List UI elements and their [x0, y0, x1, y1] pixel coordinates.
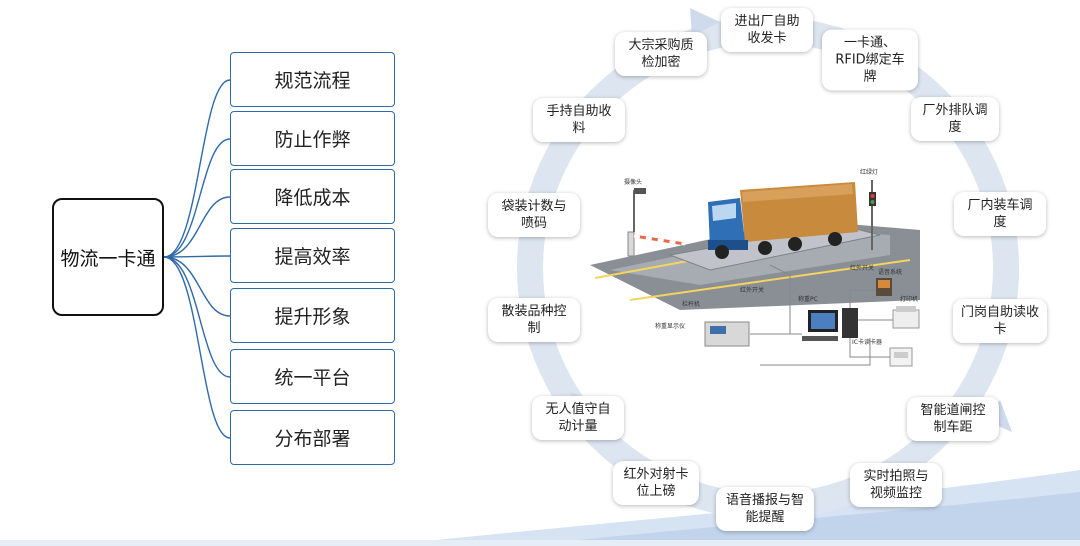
branch-improve-efficiency: 提高效率 — [230, 228, 395, 283]
mindmap-center-node: 物流一卡通 — [52, 198, 164, 316]
step-rfid-plate-binding: 一卡通、RFID绑定车牌 — [822, 29, 918, 91]
step-gate-card-read: 门岗自助读收卡 — [953, 299, 1047, 343]
step-bag-count-code: 袋装计数与喷码 — [488, 193, 580, 237]
label-printer: 打印机 — [900, 295, 918, 303]
step-inside-loading: 厂内装车调度 — [954, 192, 1046, 236]
weighbridge-scene: 摄像头 红绿灯 红外开关 语音系统 栏杆机 红外开关 称重PC 打印机 称重显示… — [590, 168, 920, 367]
step-outside-queue: 厂外排队调度 — [911, 97, 999, 141]
label-ir-switch: 红外开关 — [740, 286, 764, 294]
step-barrier-control: 智能道闸控制车距 — [907, 397, 999, 441]
mindmap-connectors — [163, 79, 231, 439]
label-ic-reader: IC卡读卡器 — [852, 338, 882, 346]
label-pc: 称重PC — [798, 295, 818, 303]
label-voice-system: 语音系统 — [878, 268, 902, 276]
step-gate-card-dispense: 进出厂自助收发卡 — [721, 8, 813, 52]
label-display: 称重显示仪 — [655, 322, 685, 330]
branch-distributed-deploy: 分布部署 — [230, 410, 395, 465]
branch-reduce-cost: 降低成本 — [230, 169, 395, 224]
branch-standardize-process: 规范流程 — [230, 52, 395, 107]
branch-unified-platform: 统一平台 — [230, 349, 395, 404]
label-red-light: 红绿灯 — [860, 168, 878, 176]
step-photo-video: 实时拍照与视频监控 — [850, 463, 942, 507]
step-voice-alert: 语音播报与智能提醒 — [716, 487, 814, 531]
branch-prevent-cheating: 防止作弊 — [230, 111, 395, 166]
label-barrier: 栏杆机 — [682, 300, 700, 308]
step-bulk-qc-encrypt: 大宗采购质检加密 — [615, 32, 707, 76]
step-unattended-weigh: 无人值守自动计量 — [532, 396, 624, 440]
step-ir-positioning: 红外对射卡位上磅 — [613, 461, 699, 505]
step-handheld-receive: 手持自助收料 — [533, 98, 625, 142]
label-camera: 摄像头 — [624, 178, 642, 186]
branch-enhance-image: 提升形象 — [230, 288, 395, 343]
label-ir-switch-top: 红外开关 — [850, 264, 874, 272]
step-bulk-control: 散装品种控制 — [488, 298, 580, 342]
